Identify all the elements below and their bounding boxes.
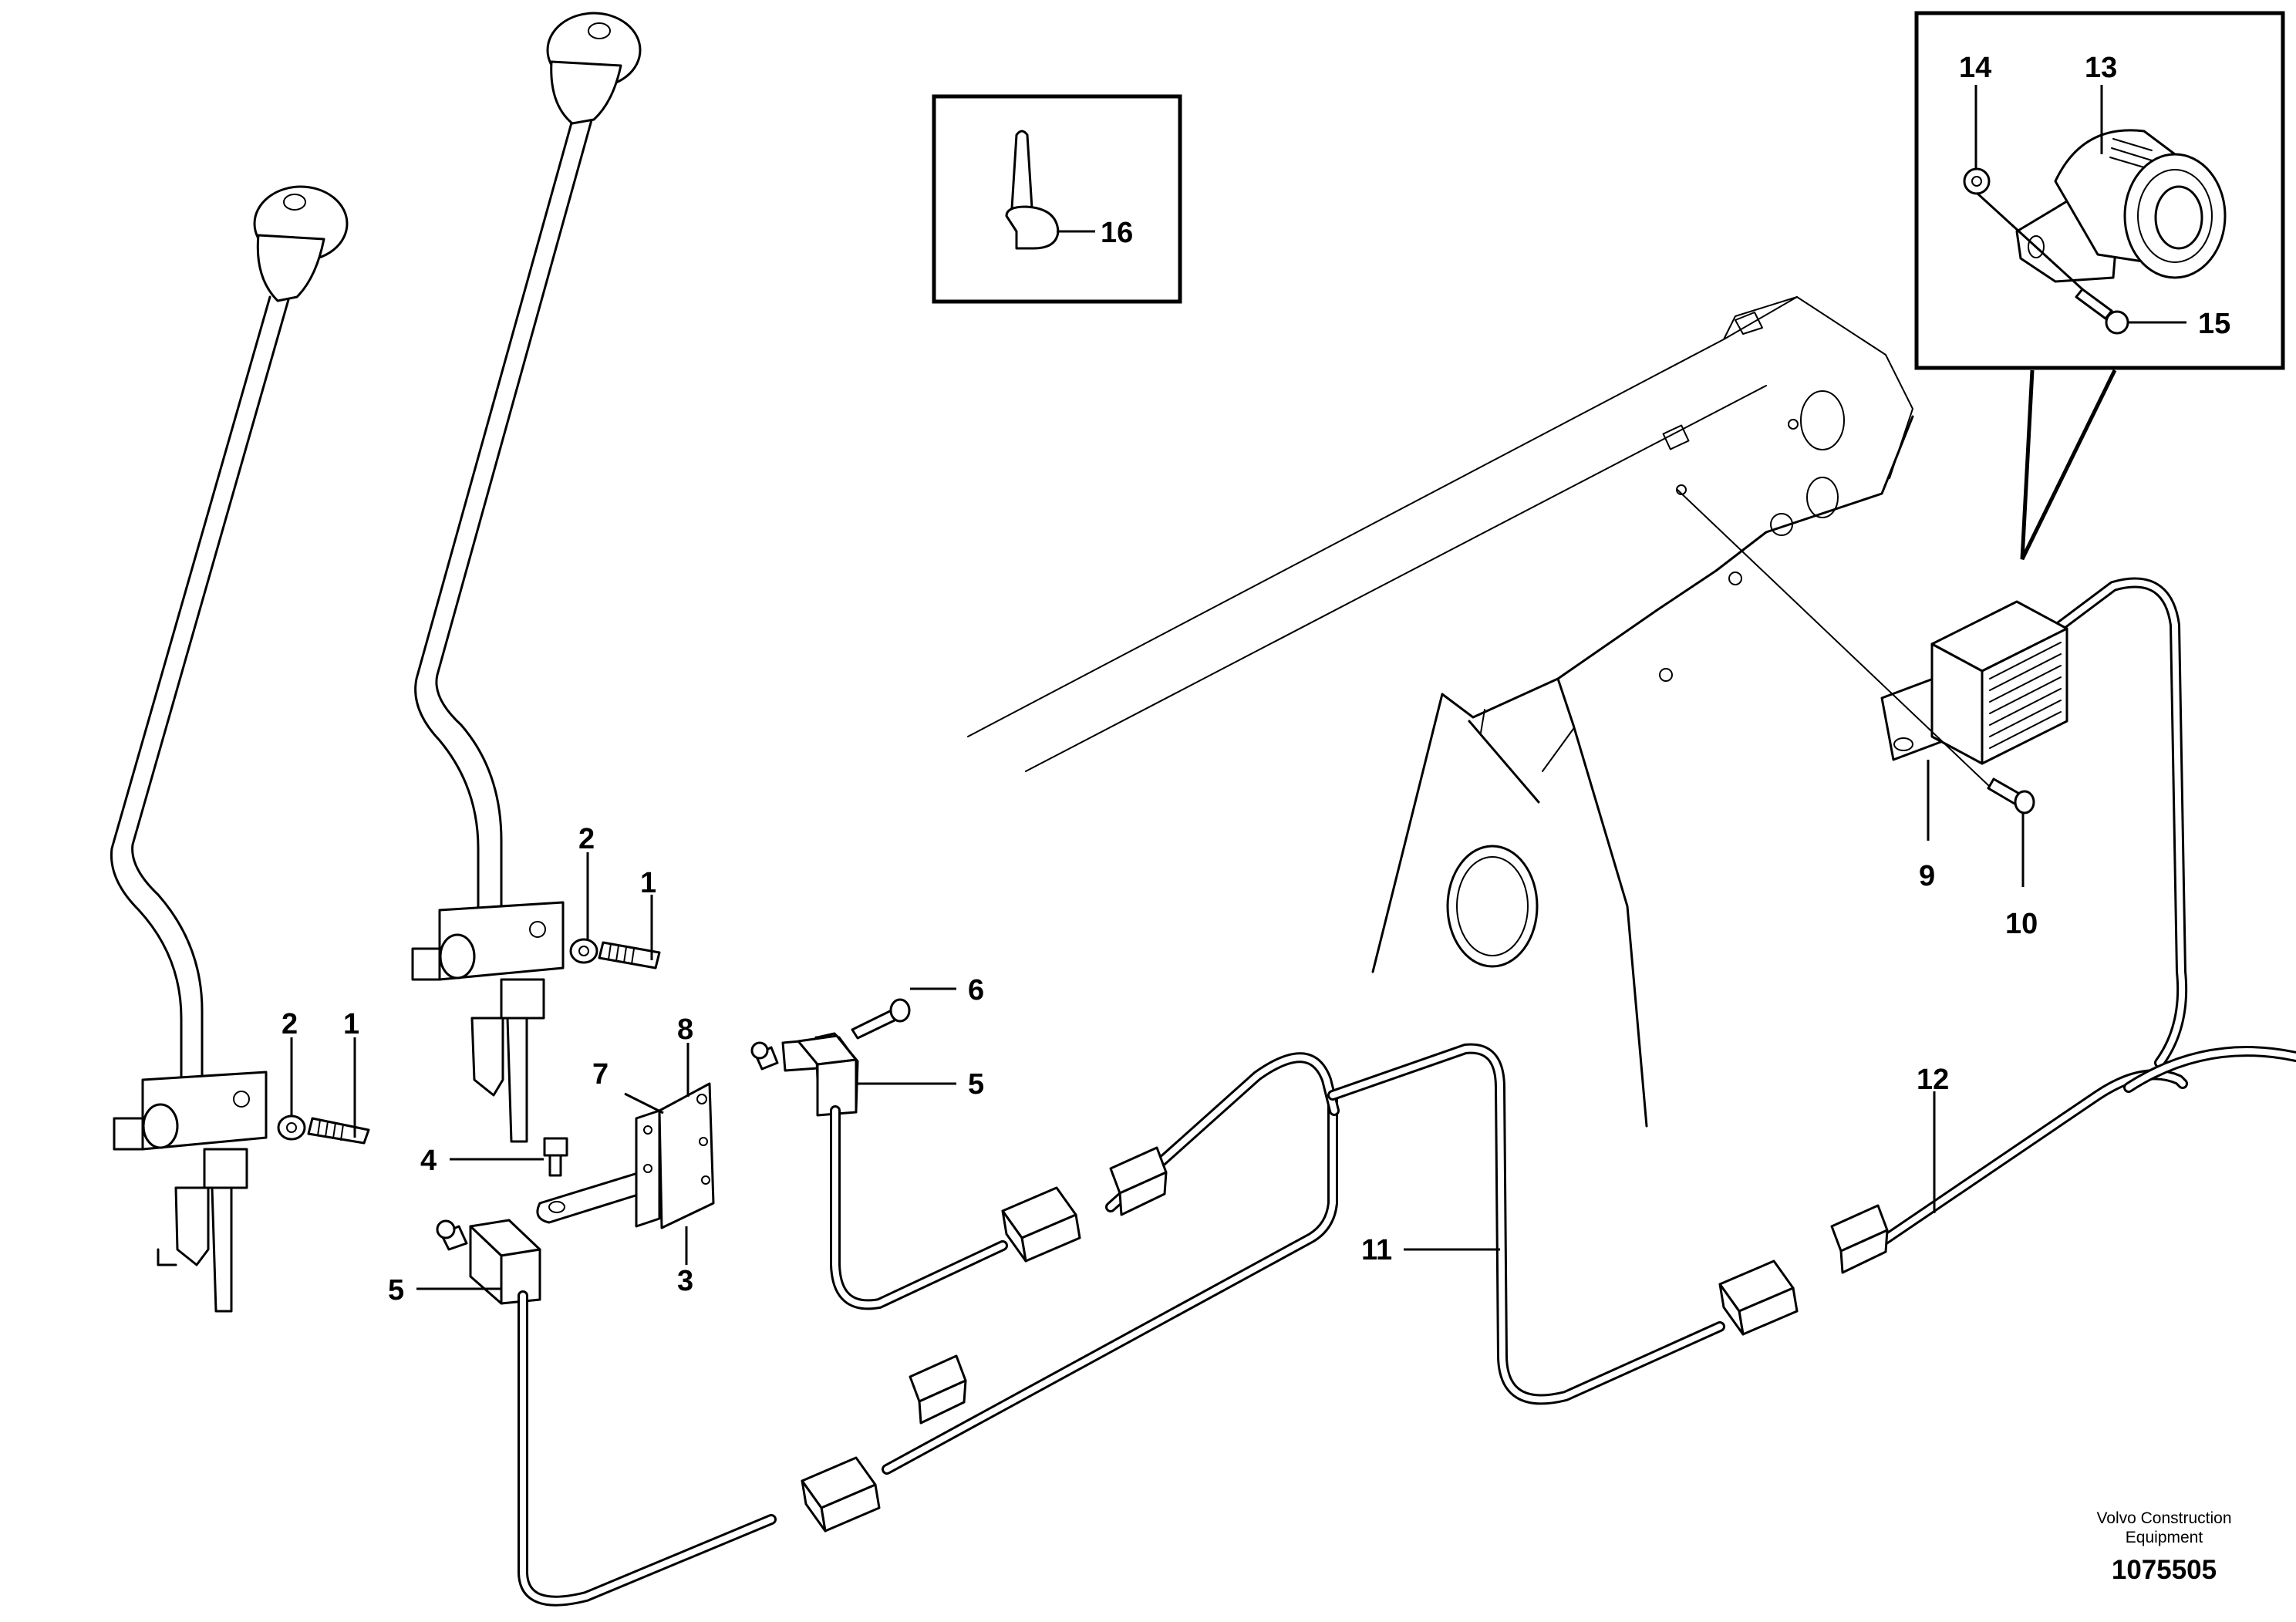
cable-tie	[1005, 130, 1060, 250]
callout-4: 4	[420, 1145, 437, 1177]
brand-line-2: Equipment	[2126, 1529, 2203, 1546]
connector-pair-1	[1001, 1146, 1168, 1263]
callout-10: 10	[2005, 908, 2038, 940]
callout-8: 8	[677, 1013, 693, 1046]
alarm-detail	[1963, 129, 2227, 335]
right-lever	[411, 12, 642, 1143]
callout-5-upper: 5	[968, 1068, 984, 1101]
leader-lines	[290, 85, 2186, 1290]
connector-pair-2	[801, 1354, 967, 1533]
cable-harness	[518, 577, 2296, 1607]
brand-line-1: Volvo Construction	[2096, 1509, 2231, 1527]
callout-numbers: 1 2 1 2 3 4 5 5 6 7 8 9 10 11 12 13 14 1…	[282, 52, 2230, 1307]
callout-5-lower: 5	[388, 1274, 404, 1307]
switch-lower	[436, 1219, 541, 1305]
callout-6: 6	[968, 974, 984, 1007]
connector-pair-3	[1718, 1204, 1889, 1336]
callout-7: 7	[592, 1058, 609, 1091]
callout-3: 3	[677, 1265, 693, 1297]
callout-1-left: 1	[343, 1008, 359, 1040]
callout-13: 13	[2085, 52, 2117, 84]
inset-cable-tie	[932, 94, 1182, 304]
callout-1-right: 1	[640, 867, 656, 899]
callout-14: 14	[1959, 52, 1991, 84]
inset-pointer	[2020, 369, 2117, 561]
callout-2-right: 2	[578, 823, 595, 855]
callout-12: 12	[1917, 1064, 1949, 1096]
console-frame	[967, 296, 1914, 1128]
left-lever	[110, 185, 349, 1313]
footer: Volvo Construction Equipment 1075505	[2096, 1509, 2231, 1585]
callout-16: 16	[1101, 217, 1133, 249]
callout-15: 15	[2198, 308, 2230, 340]
callout-2-left: 2	[282, 1008, 298, 1040]
switch-upper	[750, 1032, 859, 1117]
alarm-unit	[1880, 600, 2068, 814]
callout-9: 9	[1919, 860, 1935, 892]
connectors	[801, 1146, 1889, 1533]
callout-11: 11	[1361, 1234, 1392, 1266]
document-number: 1075505	[2112, 1555, 2217, 1585]
mounting-line	[1677, 489, 1991, 787]
bracket	[536, 1082, 715, 1229]
